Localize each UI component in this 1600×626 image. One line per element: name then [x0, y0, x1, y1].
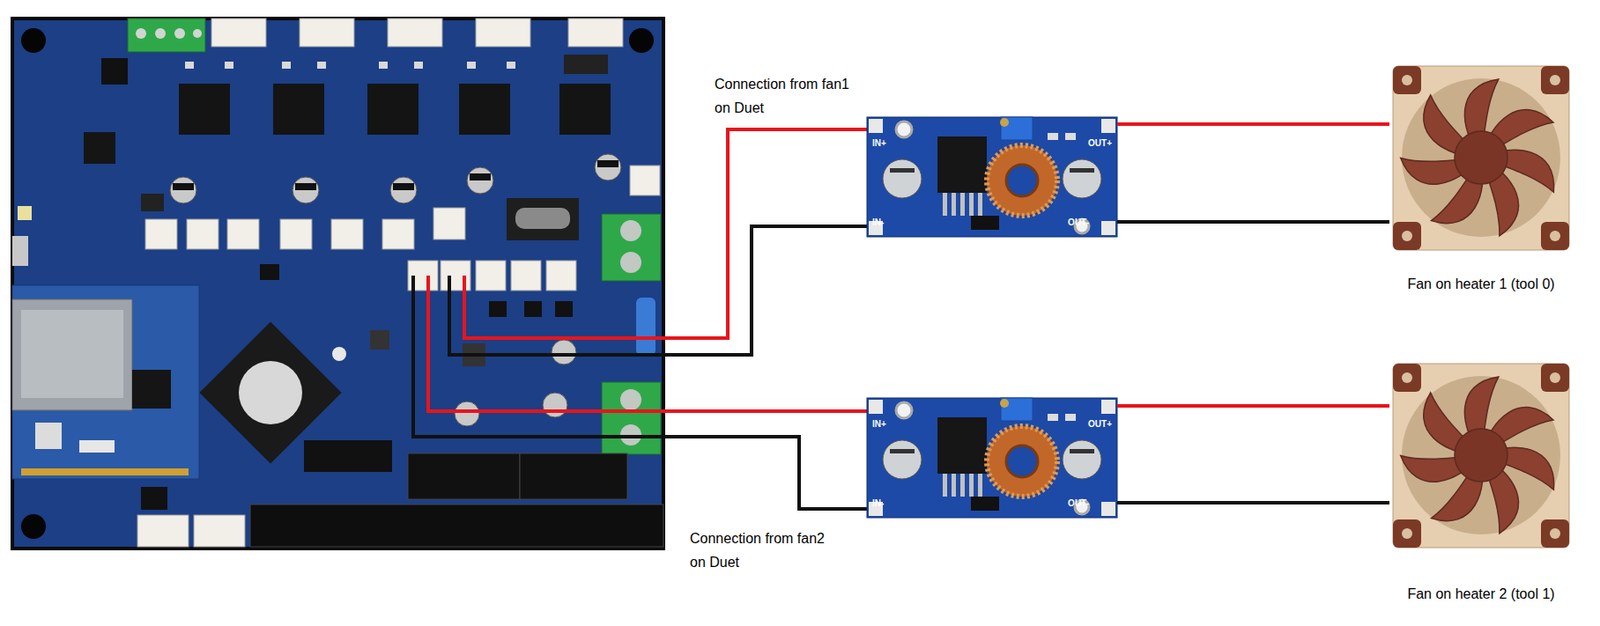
pin-label: OUT+ — [1088, 419, 1112, 430]
fan-wire — [1117, 501, 1390, 505]
fan-wire — [1117, 404, 1390, 408]
fan-node: Fan on heater 1 (tool 0) — [1389, 66, 1573, 294]
fan-wire — [1117, 122, 1390, 126]
pin-label: OUT- — [1067, 217, 1089, 229]
pin-label: IN- — [872, 217, 884, 229]
pin-label: OUT+ — [1088, 138, 1112, 149]
pin-label: IN+ — [872, 138, 887, 149]
board-wires — [413, 129, 867, 510]
buck-converter — [866, 117, 1118, 238]
converter-node: IN+ IN- OUT+ OUT- — [866, 117, 1118, 238]
pin-label: IN- — [872, 498, 884, 510]
fan-wire — [1117, 220, 1390, 224]
pin-label: IN+ — [872, 419, 887, 430]
converter-node: IN+ IN- OUT+ OUT- — [866, 398, 1118, 519]
duet-board — [12, 18, 664, 549]
wire-note: Connection from fan1 on Duet — [714, 72, 869, 120]
wire-note: Connection from fan2 on Duet — [689, 526, 845, 575]
cooling-fan — [1392, 66, 1570, 251]
fan-caption: Fan on heater 2 (tool 1) — [1389, 585, 1573, 604]
fan-node: Fan on heater 2 (tool 1) — [1389, 363, 1573, 604]
fan-caption: Fan on heater 1 (tool 0) — [1389, 275, 1573, 294]
pin-label: OUT- — [1067, 498, 1089, 510]
